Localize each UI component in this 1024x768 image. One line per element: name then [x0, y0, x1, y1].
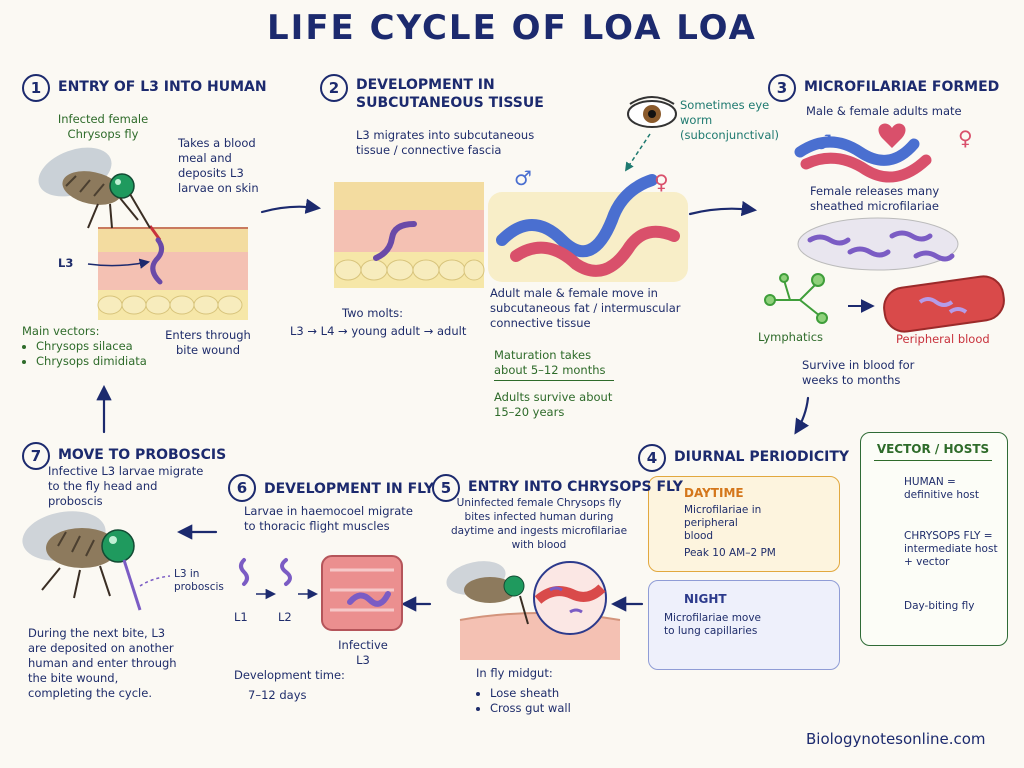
night-label: NIGHT: [684, 592, 727, 606]
daytime-box: [648, 476, 840, 572]
enters-wound-text: Enters through bite wound: [165, 328, 251, 357]
male-symbol: ♂: [514, 166, 532, 190]
step-4-number: 4: [638, 444, 666, 472]
step-5-heading: ENTRY INTO CHRYSOPS FLY: [468, 479, 683, 495]
l2-label: L2: [278, 610, 292, 624]
dev-time-label: Development time:: [234, 668, 345, 682]
adult-move-text: Adult male & female move in subcutaneous…: [490, 286, 681, 330]
midgut-heading: In fly midgut:: [476, 666, 553, 680]
l2-larva: [280, 558, 292, 586]
eye-worm-note: Sometimes eye worm (subconjunctival): [680, 98, 780, 142]
step-6-number: 6: [228, 474, 256, 502]
legend-heading-underline: [874, 460, 992, 461]
male-symbol-3: ♂: [814, 130, 832, 154]
dev-time-value: 7–12 days: [248, 688, 307, 702]
larvae-migrate-text: Larvae in haemocoel migrate to thoracic …: [244, 504, 413, 533]
step-2-heading-line1: DEVELOPMENT IN: [356, 77, 495, 93]
step-5-bite-text: Uninfected female Chrysops fly bites inf…: [450, 497, 628, 551]
page-title: LIFE CYCLE OF LOA LOA: [267, 8, 757, 48]
legend-day: Day-biting fly: [904, 600, 975, 612]
step-3-heading: MICROFILARIAE FORMED: [804, 79, 1000, 95]
larvae-stages: [239, 558, 292, 586]
legend-heading: VECTOR / HOSTS: [876, 442, 990, 456]
step-7-number: 7: [22, 442, 50, 470]
blood-vessel-icon: [883, 275, 1005, 333]
midgut-item: Cross gut wall: [490, 701, 571, 716]
step-1-heading: ENTRY OF L3 INTO HUMAN: [58, 79, 267, 95]
l1-larva: [239, 558, 249, 586]
flight-muscle-icon: [321, 555, 403, 631]
step-6-heading: DEVELOPMENT IN FLY: [264, 481, 435, 497]
maturation-text: Maturation takes about 5–12 months: [494, 348, 614, 381]
mating-worms: [794, 123, 932, 183]
main-vectors: Main vectors: Chrysops silacea Chrysops …: [22, 324, 152, 369]
footer-watermark: Biologynotesonline.com: [806, 730, 986, 748]
vector-item: Chrysops silacea: [36, 339, 152, 354]
midgut-item: Lose sheath: [490, 686, 571, 701]
magnified-gut: [533, 561, 607, 635]
main-vectors-heading: Main vectors:: [22, 324, 100, 338]
female-symbol: ♀: [654, 170, 669, 194]
step-2-heading-line2: SUBCUTANEOUS TISSUE: [356, 95, 544, 111]
infective-l3-label: Infective L3: [338, 638, 388, 667]
vector-hosts-legend: [860, 432, 1008, 646]
eye-icon: [627, 96, 677, 128]
arrow-1-to-2: [260, 198, 322, 214]
legend-human: HUMAN = definitive host: [904, 476, 980, 501]
l1-label: L1: [234, 610, 248, 624]
legend-fly: CHRYSOPS FLY = intermediate host + vecto…: [904, 530, 998, 568]
night-box: [648, 580, 840, 670]
l3-migrates-text: L3 migrates into subcutaneous tissue / c…: [356, 128, 535, 157]
step-2-heading: DEVELOPMENT IN SUBCUTANEOUS TISSUE: [356, 76, 544, 112]
microfilariae-cluster: [797, 217, 959, 271]
daytime-label: DAYTIME: [684, 486, 744, 500]
molts-sequence: L3 → L4 → young adult → adult: [290, 324, 467, 338]
eye-dashed-arrow: [625, 133, 651, 172]
step-3-number: 3: [768, 74, 796, 102]
next-bite-text: During the next bite, L3 are deposited o…: [28, 626, 177, 700]
arrow-2-to-3: [688, 200, 758, 217]
flow-arrows: [96, 198, 810, 612]
release-text: Female releases many sheathed microfilar…: [810, 184, 940, 213]
survive-blood-text: Survive in blood for weeks to months: [802, 358, 915, 387]
two-molts-label: Two molts:: [342, 306, 404, 320]
fly-icon-step5: [446, 561, 529, 625]
blood-meal-text: Takes a blood meal and deposits L3 larva…: [178, 136, 259, 195]
female-symbol-3: ♀: [958, 126, 973, 150]
lymphatics-icon: [764, 273, 828, 324]
move-proboscis-text: Infective L3 larvae migrate to the fly h…: [48, 464, 204, 508]
step-7-heading: MOVE TO PROBOSCIS: [58, 447, 227, 463]
l3-proboscis-label: L3 in proboscis: [174, 568, 224, 593]
vector-item: Chrysops dimidiata: [36, 354, 152, 369]
step-5-number: 5: [432, 474, 460, 502]
daytime-label-text: DAYTIME: [684, 486, 744, 500]
step-1-number: 1: [22, 74, 50, 102]
infected-fly-label: Infected female Chrysops fly: [57, 112, 149, 141]
midgut-list: Lose sheath Cross gut wall: [476, 686, 571, 716]
fly-icon-step1: [38, 147, 151, 229]
skin-section-1: [87, 225, 248, 320]
skin-section-2: [334, 182, 485, 288]
peak-time: Peak 10 AM–2 PM: [684, 547, 776, 559]
mate-text: Male & female adults mate: [806, 104, 962, 118]
adult-worms: [488, 174, 688, 282]
peripheral-blood-label: Peripheral blood: [896, 332, 990, 346]
night-text: Microfilariae move to lung capillaries: [664, 612, 762, 637]
step-4-heading: DIURNAL PERIODICITY: [674, 449, 850, 465]
daytime-text: Microfilariae in peripheral blood: [684, 504, 762, 542]
survival-text: Adults survive about 15–20 years: [494, 390, 613, 419]
lymphatics-label: Lymphatics: [758, 330, 824, 344]
arrow-3-to-4: [794, 396, 810, 435]
step-2-number: 2: [320, 74, 348, 102]
l3-label-step1: L3: [58, 256, 74, 270]
fly-icon-step7: [22, 511, 171, 611]
